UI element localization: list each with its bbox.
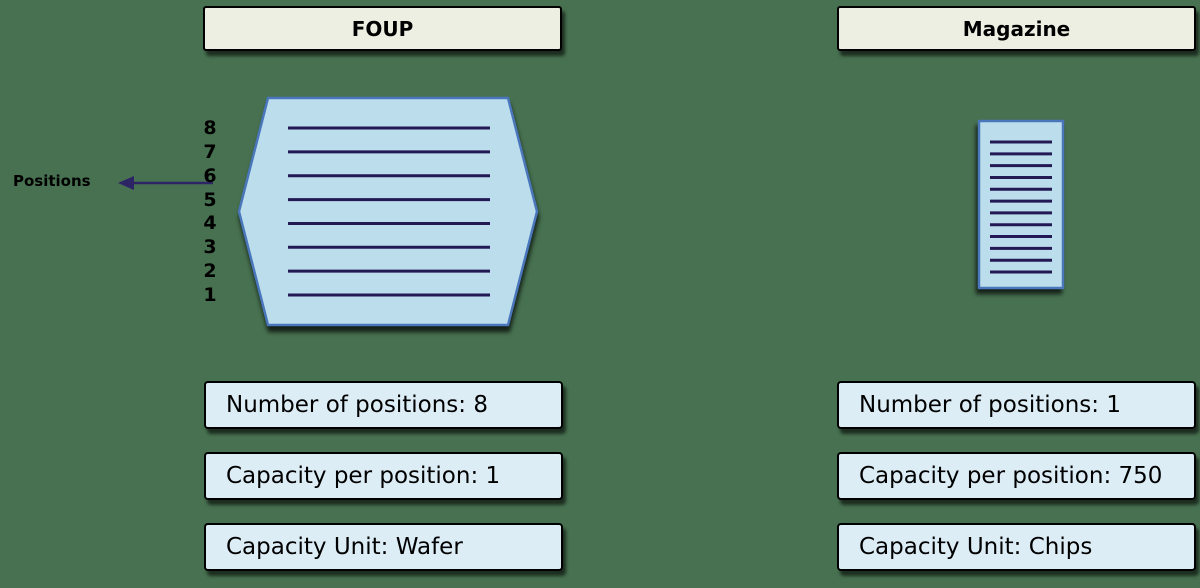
foup-info-capacity-unit: Capacity Unit: Wafer <box>204 523 563 571</box>
magazine-rect <box>977 119 1065 290</box>
magazine-info-num-positions: Number of positions: 1 <box>837 381 1196 429</box>
info-text: Number of positions: 1 <box>859 392 1121 418</box>
foup-hexagon <box>237 96 539 327</box>
position-number: 7 <box>203 141 217 163</box>
foup-wafer-lines <box>288 126 490 297</box>
foup-title: FOUP <box>351 16 414 41</box>
info-text: Capacity Unit: Wafer <box>226 534 463 560</box>
info-text: Capacity per position: 1 <box>226 463 501 489</box>
position-number: 6 <box>203 165 217 187</box>
foup-header: FOUP <box>203 6 562 51</box>
foup-info-capacity-per-position: Capacity per position: 1 <box>204 452 563 500</box>
magazine-title: Magazine <box>962 16 1071 41</box>
magazine-chip-lines <box>990 140 1052 274</box>
position-number: 4 <box>203 212 217 234</box>
info-text: Number of positions: 8 <box>226 392 488 418</box>
magazine-info-capacity-per-position: Capacity per position: 750 <box>837 452 1196 500</box>
positions-label: Positions <box>13 172 91 190</box>
magazine-header: Magazine <box>837 6 1196 51</box>
magazine-info-capacity-unit: Capacity Unit: Chips <box>837 523 1196 571</box>
info-text: Capacity per position: 750 <box>859 463 1163 489</box>
position-number: 2 <box>203 260 217 282</box>
magazine-carrier-graphic <box>977 119 1065 290</box>
foup-info-num-positions: Number of positions: 8 <box>204 381 563 429</box>
info-text: Capacity Unit: Chips <box>859 534 1093 560</box>
position-number: 3 <box>203 236 217 258</box>
position-number: 5 <box>203 189 217 211</box>
foup-position-numbers: 8 7 6 5 4 3 2 1 <box>196 0 224 330</box>
foup-carrier-graphic <box>237 96 539 327</box>
position-number: 8 <box>203 117 217 139</box>
position-number: 1 <box>203 284 217 306</box>
positions-arrow-icon <box>118 176 213 190</box>
